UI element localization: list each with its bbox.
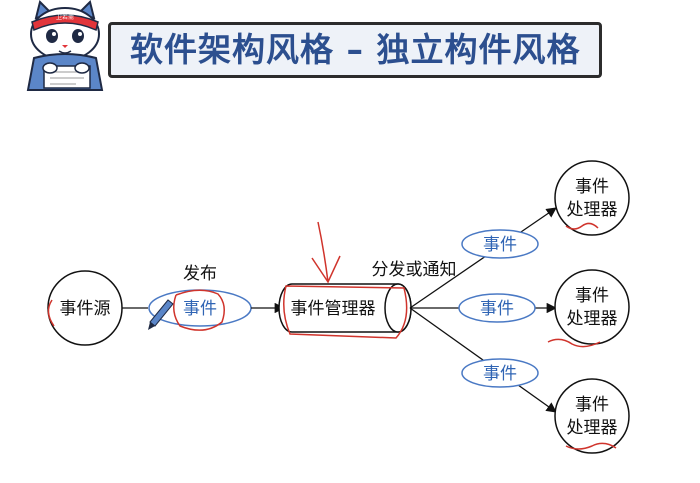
red-circle-annotation	[173, 289, 225, 331]
event-handler-top: 事件 处理器	[554, 160, 630, 236]
handler-label-line2: 处理器	[567, 418, 618, 438]
handler-label-line1: 事件	[575, 395, 609, 415]
branch-event-top: 事件	[461, 229, 539, 259]
branch-event-label: 事件	[483, 364, 517, 384]
cat-mascot-icon: 卫若斋	[26, 0, 104, 91]
event-source-node: 事件源	[47, 270, 123, 346]
red-squiggle-annotation	[547, 338, 601, 348]
branch-event-middle: 事件	[458, 293, 536, 323]
red-arrow-annotation	[311, 221, 341, 284]
connector-branch-top	[409, 207, 557, 309]
event-manager-label: 事件管理器	[291, 299, 376, 319]
event-source-label: 事件源	[60, 299, 111, 319]
branch-event-label: 事件	[480, 299, 514, 319]
dispatch-label: 分发或通知	[372, 260, 457, 280]
event-handler-middle: 事件 处理器	[554, 269, 630, 345]
branch-event-label: 事件	[483, 235, 517, 255]
publish-label: 发布	[183, 264, 217, 284]
header: 软件架构风格 – 独立构件风格 卫若斋	[0, 0, 700, 91]
page-title: 软件架构风格 – 独立构件风格	[130, 30, 581, 69]
title-banner	[108, 22, 602, 78]
handler-label-line1: 事件	[575, 286, 609, 306]
pen-icon	[148, 299, 174, 330]
event-handler-bottom: 事件 处理器	[554, 378, 630, 454]
branch-event-bottom: 事件	[461, 358, 539, 388]
event-label: 事件	[183, 299, 217, 319]
handler-label-line1: 事件	[575, 177, 609, 197]
event-manager-node: 事件管理器	[278, 283, 412, 333]
red-annotation-mark	[47, 299, 55, 327]
handler-label-line2: 处理器	[567, 200, 618, 220]
mascot-badge: 卫若斋	[56, 13, 74, 21]
red-squiggle-annotation	[565, 222, 599, 230]
handler-label-line2: 处理器	[567, 309, 618, 329]
red-box-annotation	[283, 285, 408, 339]
red-squiggle-annotation	[565, 442, 617, 450]
